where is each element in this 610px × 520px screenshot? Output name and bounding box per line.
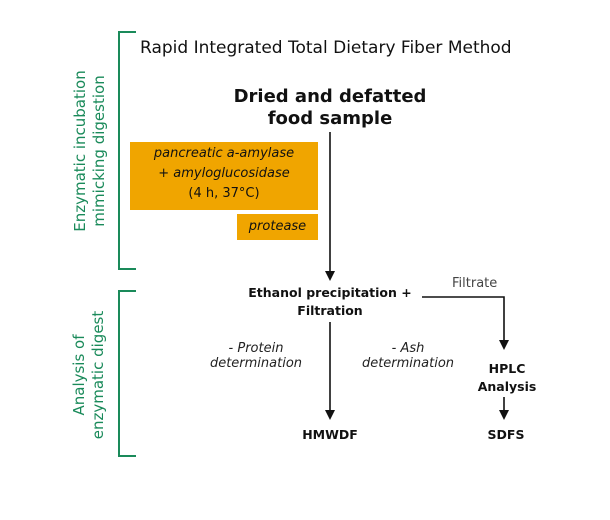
- sample-line1: Dried and defatted: [233, 86, 427, 107]
- ethanol-line2: Filtration: [297, 303, 363, 318]
- incubation-line2: mimicking digestion: [90, 75, 108, 227]
- ethanol-node: Ethanol precipitation + Filtration: [230, 284, 430, 320]
- protein-note-line1: - Protein: [228, 341, 284, 356]
- filtrate-connector: [422, 296, 509, 350]
- sample-node: Dried and defatted food sample: [210, 86, 450, 130]
- analysis-bracket: [118, 290, 136, 457]
- incubation-line1: Enzymatic incubation: [71, 70, 89, 232]
- hplc-node: HPLC Analysis: [462, 360, 552, 396]
- ash-note: - Ash determination: [348, 341, 468, 371]
- ethanol-line1: Ethanol precipitation +: [248, 285, 412, 300]
- protease-box: protease: [237, 214, 318, 240]
- protein-note: - Protein determination: [196, 341, 316, 371]
- sample-line2: food sample: [267, 108, 393, 129]
- enzyme-line2-prefix: +: [158, 166, 174, 181]
- sdfs-node: SDFS: [487, 427, 525, 442]
- ash-note-line1: - Ash: [391, 341, 425, 356]
- enzyme-line2: + amyloglucosidase: [130, 164, 318, 184]
- hmwdf-node: HMWDF: [302, 427, 358, 442]
- enzyme-box: pancreatic a-amylase + amyloglucosidase …: [130, 142, 318, 210]
- protein-note-line2: determination: [209, 356, 303, 371]
- analysis-line2: enzymatic digest: [89, 310, 107, 440]
- analysis-line1: Analysis of: [70, 334, 88, 416]
- analysis-side-label: Analysis of enzymatic digest: [70, 285, 110, 465]
- enzyme-line1: pancreatic a-amylase: [153, 146, 295, 161]
- ash-note-line2: determination: [361, 356, 455, 371]
- hplc-line2: Analysis: [477, 379, 537, 394]
- filtrate-label: Filtrate: [452, 276, 498, 291]
- incubation-bracket: [118, 31, 136, 270]
- enzyme-line3: (4 h, 37°C): [188, 186, 260, 201]
- hplc-line1: HPLC: [488, 361, 526, 376]
- diagram-title: Rapid Integrated Total Dietary Fiber Met…: [140, 38, 512, 58]
- incubation-side-label: Enzymatic incubation mimicking digestion: [71, 36, 111, 266]
- enzyme-line2-text: amyloglucosidase: [173, 166, 290, 181]
